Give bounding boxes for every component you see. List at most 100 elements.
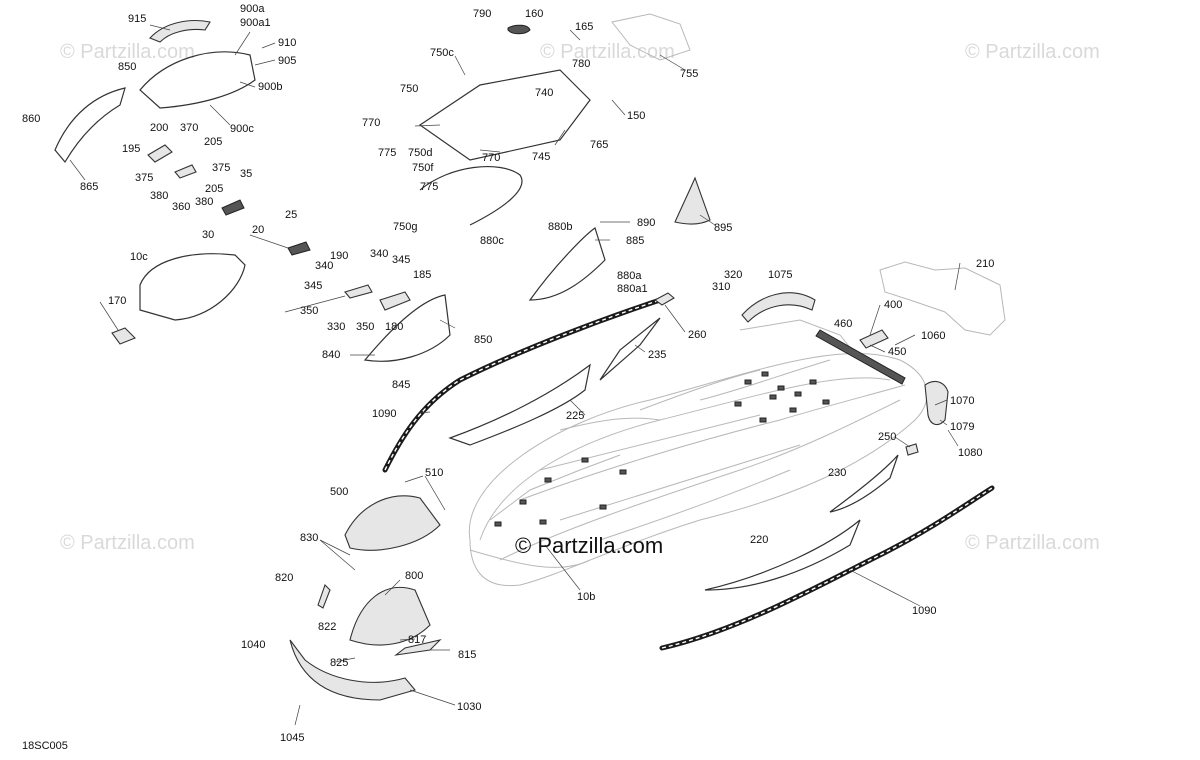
callout-1090-lower: 1090 [912, 605, 936, 617]
decal-220 [704, 519, 861, 591]
callout-750g: 750g [393, 221, 417, 233]
latch-20 [287, 241, 311, 256]
watermark-top-left: © Partzilla.com [60, 41, 195, 63]
callout-180: 180 [385, 321, 403, 333]
callout-840: 840 [322, 349, 340, 361]
callout-370: 370 [180, 122, 198, 134]
callout-740: 740 [535, 87, 553, 99]
callout-750d: 750d [408, 147, 432, 159]
callout-345-left: 345 [304, 280, 322, 292]
callout-900b: 900b [258, 81, 282, 93]
callout-1090-upper: 1090 [372, 408, 396, 420]
callout-755: 755 [680, 68, 698, 80]
callout-750f: 750f [412, 162, 434, 174]
latch-180 [379, 291, 411, 311]
watermark-top-right: © Partzilla.com [965, 41, 1100, 63]
callout-350-left: 350 [300, 305, 318, 317]
corner-1070 [924, 380, 949, 426]
bumper-1030 [289, 639, 416, 701]
mat-755 [611, 13, 691, 61]
callout-817: 817 [408, 634, 426, 646]
callout-340-right: 340 [370, 248, 388, 260]
callout-770-upper: 770 [362, 117, 380, 129]
watermark-top-center: © Partzilla.com [540, 41, 675, 63]
callout-260: 260 [688, 329, 706, 341]
callout-822: 822 [318, 621, 336, 633]
trim-815 [394, 639, 442, 656]
callout-205-upper: 205 [204, 136, 222, 148]
cap-790 [507, 24, 531, 35]
callout-830: 830 [300, 532, 318, 544]
handle-880a [528, 227, 606, 301]
leader-lines [69, 24, 961, 726]
callout-460: 460 [834, 318, 852, 330]
callout-1080: 1080 [958, 447, 982, 459]
callout-780: 780 [572, 58, 590, 70]
callout-765: 765 [590, 139, 608, 151]
callout-880a: 880a [617, 270, 642, 282]
mat-10c [139, 253, 246, 321]
callout-170: 170 [108, 295, 126, 307]
callout-10c: 10c [130, 251, 148, 263]
strip-1090-upper [382, 297, 663, 473]
watermark-bottom-right: © Partzilla.com [965, 532, 1100, 554]
callout-510: 510 [425, 467, 443, 479]
callout-350-right: 350 [356, 321, 374, 333]
callout-195: 195 [122, 143, 140, 155]
callout-160: 160 [525, 8, 543, 20]
bracket-195 [147, 144, 173, 163]
callout-910: 910 [278, 37, 296, 49]
bumper-1075 [741, 292, 816, 323]
callout-375-right: 375 [212, 162, 230, 174]
clip-375 [174, 164, 197, 179]
callout-1040: 1040 [241, 639, 265, 651]
callout-825: 825 [330, 657, 348, 669]
panel-860 [54, 87, 126, 164]
decal-210 [879, 261, 1006, 336]
deck-750 [418, 69, 591, 161]
callout-165: 165 [575, 21, 593, 33]
callout-500: 500 [330, 486, 348, 498]
callout-770-lower: 770 [482, 152, 500, 164]
callout-150: 150 [627, 110, 645, 122]
wire-750g [419, 165, 523, 226]
bracket-330 [344, 284, 373, 299]
callout-880b: 880b [548, 221, 572, 233]
callout-800: 800 [405, 570, 423, 582]
grill-800 [349, 586, 431, 646]
callout-895: 895 [714, 222, 732, 234]
callout-360: 360 [172, 201, 190, 213]
trim-820 [317, 583, 331, 609]
callout-885: 885 [626, 235, 644, 247]
callout-210: 210 [976, 258, 994, 270]
plate-170 [111, 327, 136, 345]
callout-250: 250 [878, 431, 896, 443]
bracket-400 [859, 329, 889, 349]
callout-1060: 1060 [921, 330, 945, 342]
callout-230: 230 [828, 467, 846, 479]
callout-880c: 880c [480, 235, 504, 247]
strip-1090-lower [659, 485, 995, 651]
watermark-center: © Partzilla.com [515, 533, 663, 558]
callout-380-right: 380 [195, 196, 213, 208]
callout-30: 30 [202, 229, 214, 241]
callout-850-lower: 850 [474, 334, 492, 346]
decal-230 [829, 454, 899, 513]
fin-895 [674, 176, 711, 225]
callout-880a1: 880a1 [617, 283, 648, 295]
callout-380-left: 380 [150, 190, 168, 202]
callout-190: 190 [330, 250, 348, 262]
callout-915: 915 [128, 13, 146, 25]
callout-450: 450 [888, 346, 906, 358]
clip-380 [221, 199, 245, 216]
callout-1030: 1030 [457, 701, 481, 713]
callout-790: 790 [473, 8, 491, 20]
watermark-bottom-left: © Partzilla.com [60, 532, 195, 554]
callout-890: 890 [637, 217, 655, 229]
callout-750: 750 [400, 83, 418, 95]
callout-320: 320 [724, 269, 742, 281]
callout-1045: 1045 [280, 732, 304, 744]
callout-1070: 1070 [950, 395, 974, 407]
callout-845: 845 [392, 379, 410, 391]
